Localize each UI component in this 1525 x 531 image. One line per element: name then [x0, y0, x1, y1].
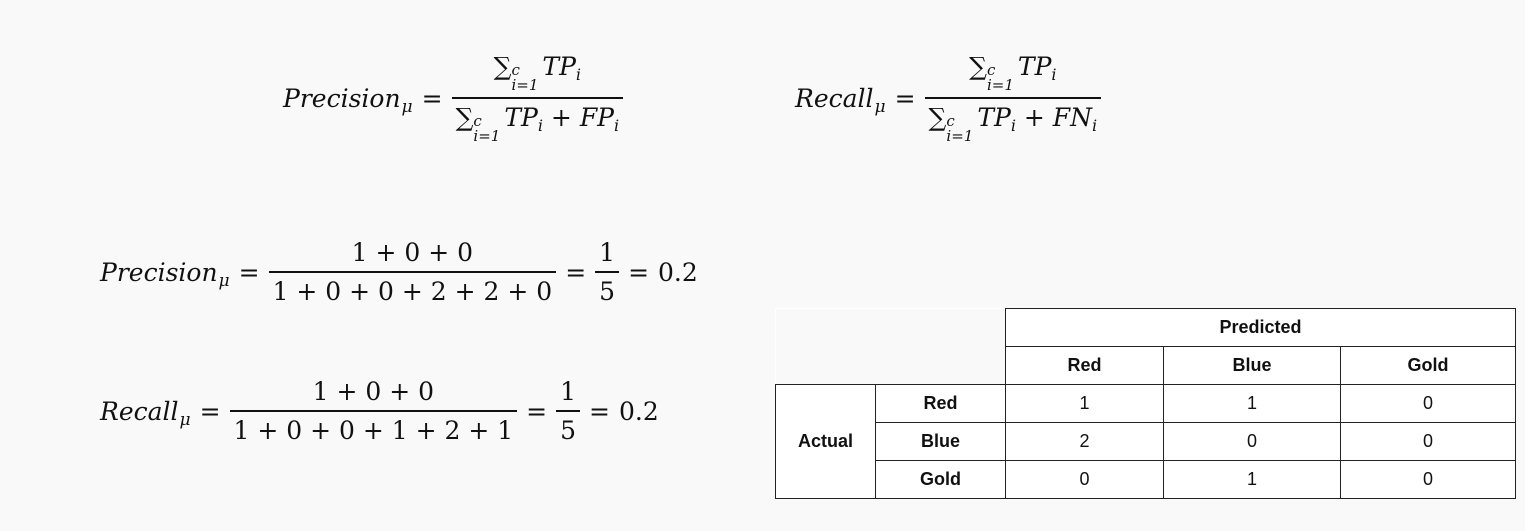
tp-term: TP	[504, 103, 538, 132]
tp-term: TP	[977, 103, 1011, 132]
simplified-fraction: 1 5	[595, 238, 620, 306]
sum-symbol: ∑	[455, 103, 474, 132]
matrix-cell: 1	[1163, 384, 1341, 423]
mu-subscript: μ	[179, 410, 191, 430]
sum-symbol: ∑	[928, 103, 947, 132]
tp-subscript: i	[575, 65, 582, 84]
fp-term: FP	[579, 103, 614, 132]
precision-label: Precision	[100, 257, 218, 287]
plus-sign: +	[1023, 103, 1053, 132]
matrix-cell: 0	[1340, 460, 1516, 499]
sum-symbol: ∑	[493, 52, 512, 81]
equals-sign: =	[565, 257, 587, 287]
row-header-blue: Blue	[875, 422, 1006, 461]
column-header-row: Red Blue Gold	[775, 346, 1516, 385]
equals-sign: =	[894, 83, 916, 113]
precision-label: Precision	[283, 83, 401, 113]
table-row: Actual Red 1 1 0	[775, 384, 1516, 499]
sum-upper-limit: c	[511, 61, 520, 79]
tp-term: TP	[1017, 52, 1052, 81]
column-header-red: Red	[1005, 346, 1164, 385]
table-row: Gold 0 1 0	[776, 460, 1516, 499]
empty-cell	[775, 346, 876, 385]
fraction-denominator: 5	[556, 410, 581, 445]
empty-cell	[875, 308, 1006, 347]
recall-result: 0.2	[618, 396, 659, 426]
matrix-cell: 0	[1340, 422, 1516, 461]
fn-term: FN	[1052, 103, 1093, 132]
equals-sign: =	[628, 257, 650, 287]
row-header-red: Red	[875, 384, 1006, 423]
simplified-fraction: 1 5	[556, 377, 581, 445]
matrix-cell: 1	[1005, 384, 1164, 423]
fraction-denominator: 5	[595, 271, 620, 306]
fp-subscript: i	[614, 116, 620, 135]
sum-lower-limit: i=1	[987, 76, 1014, 94]
fn-subscript: i	[1092, 116, 1098, 135]
fraction-numerator: 1 + 0 + 0	[351, 238, 474, 267]
confusion-matrix-table: Predicted Red Blue Gold Actual Red 1 1 0…	[775, 308, 1516, 499]
sum-upper-limit: c	[473, 112, 482, 130]
sum-lower-limit: i=1	[473, 127, 501, 145]
precision-result: 0.2	[658, 257, 698, 287]
sum-symbol: ∑	[969, 52, 987, 81]
fraction-denominator: 1 + 0 + 0 + 1 + 2 + 1	[229, 410, 518, 445]
recall-calc-fraction: 1 + 0 + 0 1 + 0 + 0 + 1 + 2 + 1	[229, 377, 518, 445]
predicted-header: Predicted	[1005, 308, 1516, 347]
equals-sign: =	[199, 396, 221, 426]
tp-term: TP	[542, 52, 576, 81]
mu-subscript: μ	[874, 97, 886, 117]
matrix-cell: 1	[1163, 460, 1341, 499]
sum-upper-limit: c	[946, 112, 955, 130]
sum-lower-limit: i=1	[946, 127, 974, 145]
fraction-numerator: 1 + 0 + 0	[312, 377, 435, 406]
fraction-numerator: 1	[599, 238, 616, 267]
fraction-denominator: 1 + 0 + 0 + 2 + 2 + 0	[268, 271, 557, 306]
predicted-header-row: Predicted	[775, 308, 1516, 347]
matrix-cell: 2	[1005, 422, 1164, 461]
column-header-gold: Gold	[1340, 346, 1516, 385]
plus-sign: +	[550, 103, 580, 132]
matrix-cell: 0	[1340, 384, 1516, 423]
empty-cell	[775, 308, 876, 347]
recall-label: Recall	[795, 83, 874, 113]
equals-sign: =	[589, 396, 610, 426]
precision-calc-fraction: 1 + 0 + 0 1 + 0 + 0 + 2 + 2 + 0	[268, 238, 557, 306]
sum-lower-limit: i=1	[511, 76, 539, 94]
column-header-blue: Blue	[1163, 346, 1341, 385]
tp-subscript: i	[1010, 116, 1016, 135]
row-header-gold: Gold	[875, 460, 1006, 499]
equals-sign: =	[421, 83, 443, 113]
empty-cell	[875, 346, 1006, 385]
mu-subscript: μ	[401, 97, 413, 117]
recall-label: Recall	[100, 396, 179, 426]
sum-upper-limit: c	[987, 61, 996, 79]
fraction-numerator: 1	[560, 377, 577, 406]
matrix-cell: 0	[1163, 422, 1341, 461]
tp-subscript: i	[1051, 65, 1057, 84]
tp-subscript: i	[537, 116, 543, 135]
equals-sign: =	[238, 257, 260, 287]
mu-subscript: μ	[218, 271, 230, 291]
equals-sign: =	[526, 396, 548, 426]
actual-header: Actual	[775, 384, 876, 499]
table-row: Blue 2 0 0	[776, 422, 1516, 461]
matrix-cell: 0	[1005, 460, 1164, 499]
